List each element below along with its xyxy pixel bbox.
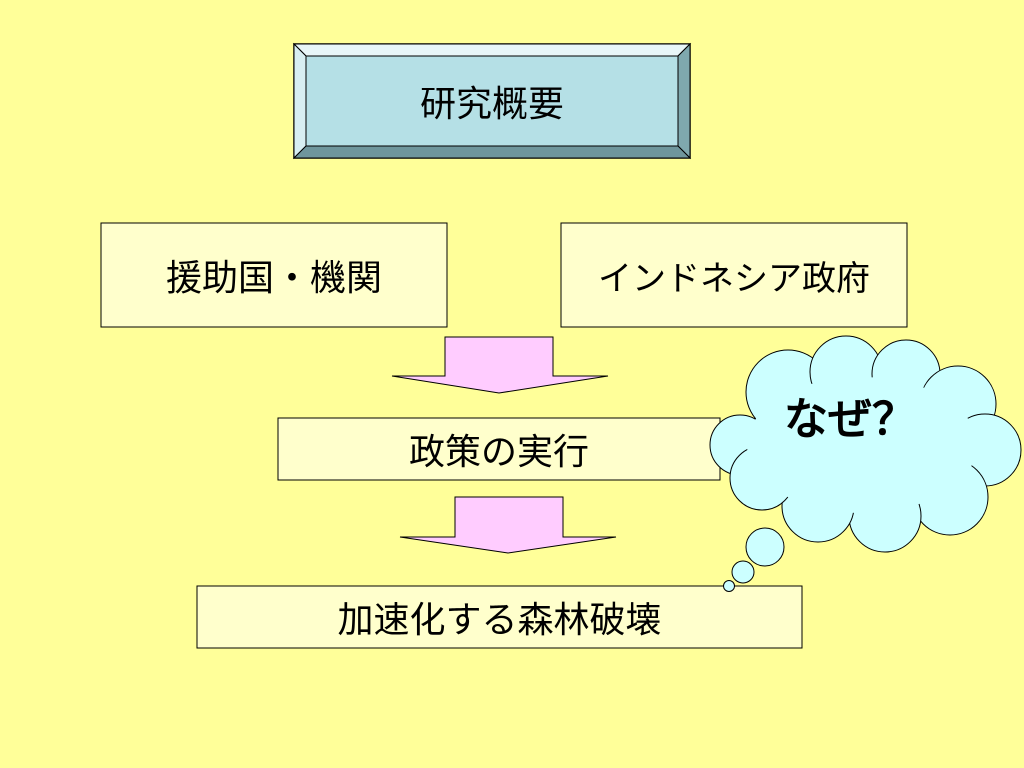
callout-text: なぜ？ <box>784 394 916 445</box>
title-text: 研究概要 <box>419 84 564 125</box>
actor-left-text: 援助国・機関 <box>165 258 382 299</box>
thought-bubble-small <box>723 580 735 592</box>
actor-box-right <box>560 222 908 328</box>
arrow-down-2 <box>399 496 617 554</box>
thought-bubble-medium <box>731 560 755 584</box>
title-box <box>292 42 692 160</box>
result-box <box>196 585 803 649</box>
thought-cloud <box>709 335 1022 592</box>
actor-box-left <box>100 222 448 328</box>
actor-right-text: インドネシア政府 <box>598 258 870 299</box>
policy-box <box>277 417 721 481</box>
arrow-down-1 <box>391 336 609 394</box>
thought-bubble-large <box>745 527 785 567</box>
result-text: 加速化する森林破壊 <box>337 600 662 641</box>
policy-text: 政策の実行 <box>408 432 589 473</box>
